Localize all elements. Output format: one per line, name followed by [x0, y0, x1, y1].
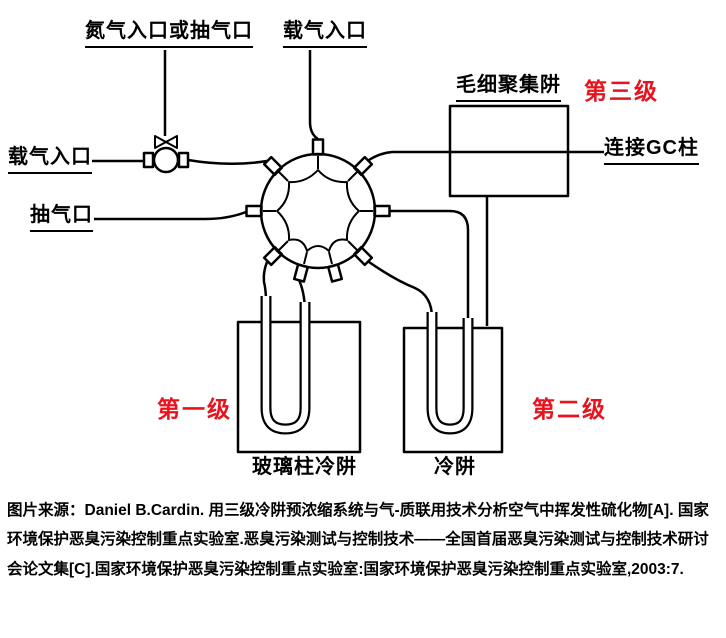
stage1-label: 第一级 — [157, 396, 232, 422]
cold-u-tube — [426, 312, 474, 435]
cold-trap-label: 冷阱 — [434, 456, 476, 478]
carrier-gas-left-label: 载气入口 — [8, 146, 92, 174]
connection-lines — [92, 50, 604, 326]
capillary-trap-label: 毛细聚集阱 — [456, 74, 561, 102]
cold-trap-box — [402, 326, 504, 454]
caption: 图片来源：Daniel B.Cardin. 用三级冷阱预浓缩系统与气-质联用技术… — [7, 502, 709, 578]
nitrogen-inlet-label: 氮气入口或抽气口 — [85, 20, 253, 48]
pump-port-label: 抽气口 — [30, 204, 93, 232]
gc-column-label: 连接GC柱 — [604, 137, 699, 165]
glass-u-tube — [260, 296, 311, 435]
stage3-label: 第三级 — [584, 78, 659, 104]
glass-trap-box — [236, 320, 362, 454]
valve-rotor — [276, 169, 360, 252]
stage2-label: 第二级 — [532, 396, 607, 422]
glass-column-trap-label: 玻璃柱冷阱 — [252, 456, 357, 478]
carrier-gas-top-label: 载气入口 — [283, 20, 367, 48]
valve-stubs — [263, 156, 373, 265]
tee-valve — [142, 135, 190, 174]
multiport-valve — [245, 138, 391, 283]
